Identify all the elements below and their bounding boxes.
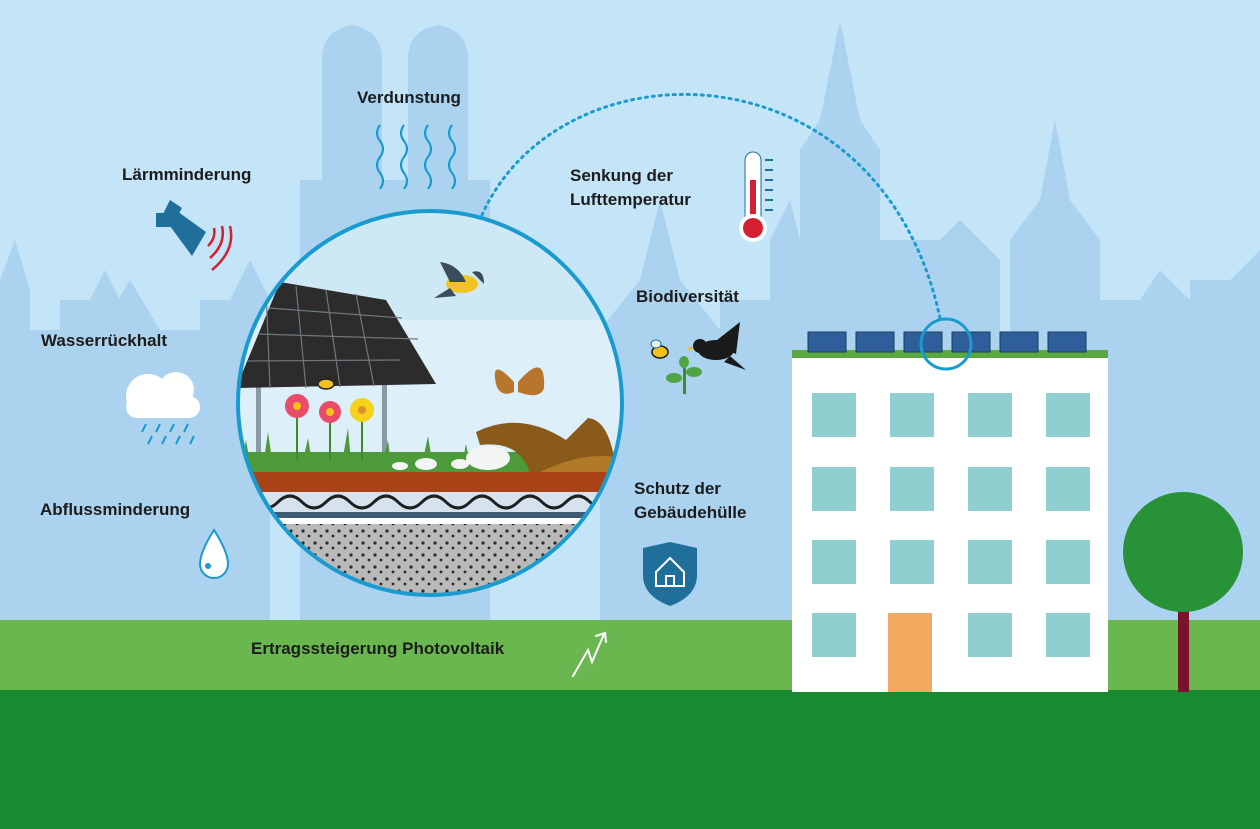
label-ertragssteigerung-photovoltaik: Ertragssteigerung Photovoltaik [251,639,505,658]
label-abflussminderung: Abflussminderung [40,500,191,519]
green-roof-strip [792,350,1108,358]
label-senkung-der-lufttemperatur: Senkung der Lufttemperatur [570,164,691,212]
plant-sprout-icon [666,356,702,394]
megaphone-icon [156,200,233,271]
water-drop-icon [198,528,230,579]
label-schutz-line2: Gebäudehülle [634,503,747,522]
thermometer-icon [739,151,773,242]
tree [1123,492,1243,692]
dotted-connector-arc [480,92,942,320]
label-laermminderung: Lärmminderung [122,165,252,184]
rain-cloud-icon [126,372,200,445]
house-shield-icon [643,542,697,606]
bird-in-circle [434,262,484,298]
bee-icon [650,339,669,359]
building-windows [812,393,1090,657]
building-door [888,613,932,692]
label-schutz-der-gebaeudehuelle: Schutz der Gebäudehülle [634,477,746,525]
evaporation-waves-icon [375,124,457,190]
label-senkung-line2: Lufttemperatur [570,190,691,209]
substrate-layer [238,472,622,492]
bird-icon [686,322,746,370]
flowers [285,394,374,460]
stones [392,446,510,470]
zoom-circle-border [236,209,624,597]
butterfly [494,367,545,396]
label-wasserrueckhalt: Wasserrückhalt [41,331,167,350]
building [792,317,1108,692]
drainage-wave [238,494,622,510]
roof-zoom-marker [919,317,973,371]
roof-solar-panels [807,331,1087,353]
bee [317,378,335,390]
label-senkung-line1: Senkung der [570,166,673,185]
dark-grass-ground [0,690,1260,829]
rising-arrow-icon [572,631,607,677]
label-schutz-line1: Schutz der [634,479,721,498]
label-verdunstung: Verdunstung [357,88,461,107]
pv-panel-illustration [238,282,436,470]
label-biodiversitaet: Biodiversität [636,287,739,306]
